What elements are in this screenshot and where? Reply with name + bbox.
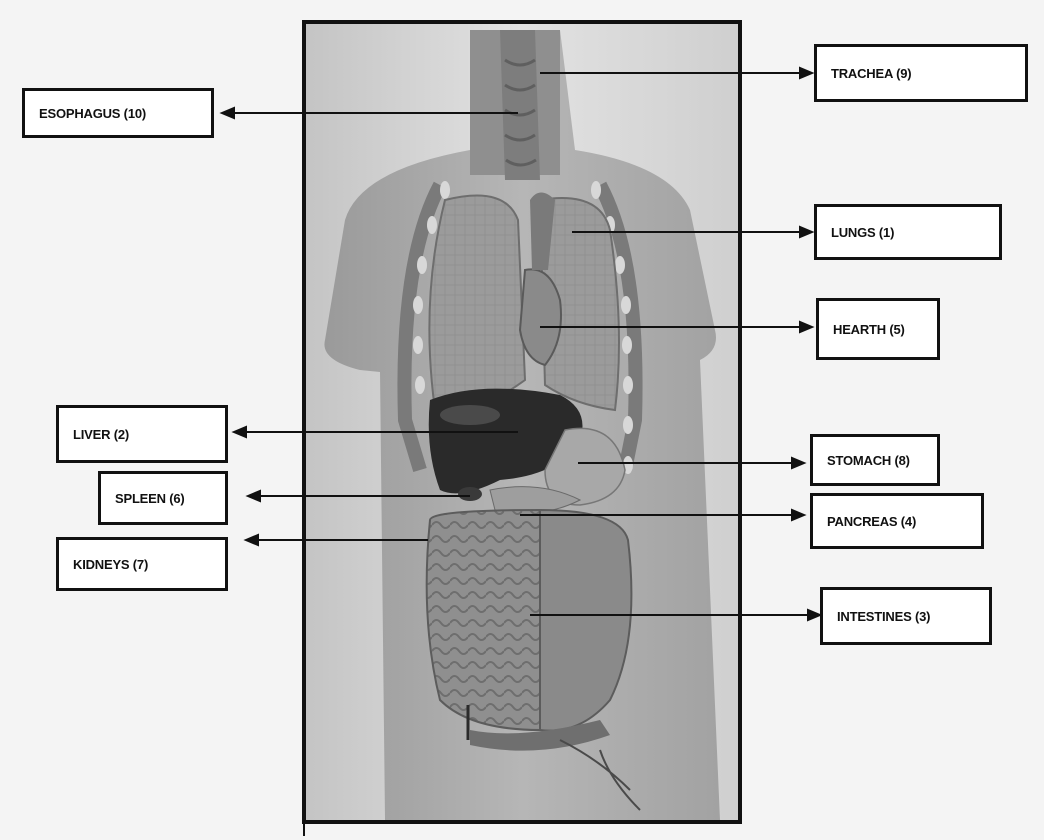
trachea-tube [500, 30, 540, 180]
label-spleen: SPLEEN (6) [98, 471, 228, 525]
label-stomach: STOMACH (8) [810, 434, 940, 486]
left-lung [429, 196, 525, 413]
label-hearth: HEARTH (5) [816, 298, 940, 360]
label-kidneys: KIDNEYS (7) [56, 537, 228, 591]
label-lungs: LUNGS (1) [814, 204, 1002, 260]
label-intestines: INTESTINES (3) [820, 587, 992, 645]
label-liver: LIVER (2) [56, 405, 228, 463]
label-esophagus: ESOPHAGUS (10) [22, 88, 214, 138]
label-trachea: TRACHEA (9) [814, 44, 1028, 102]
spleen [458, 487, 482, 501]
label-pancreas: PANCREAS (4) [810, 493, 984, 549]
small-intestine [427, 510, 540, 730]
